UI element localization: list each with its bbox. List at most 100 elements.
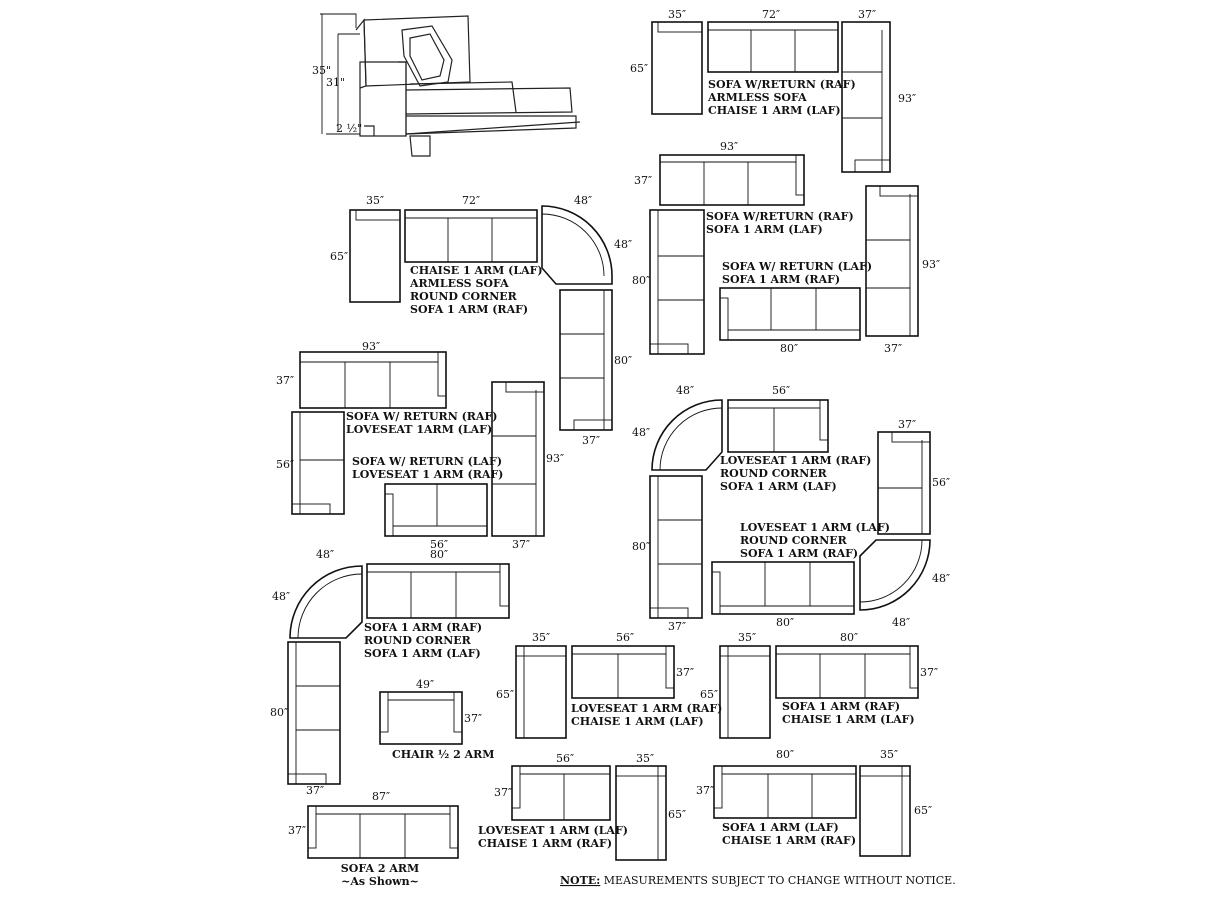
config-group-7: [649, 399, 829, 619]
dim-93: 93″: [922, 258, 940, 271]
config-group-5: [291, 351, 447, 515]
dim-48: 48″: [316, 548, 334, 561]
dim-48: 48″: [632, 426, 650, 439]
dim-37: 37″: [696, 784, 714, 797]
dim-48: 48″: [892, 616, 910, 629]
dim-37: 37″: [464, 712, 482, 725]
dim-93: 93″: [898, 92, 916, 105]
note-text: MEASUREMENTS SUBJECT TO CHANGE WITHOUT N…: [600, 874, 955, 887]
caption-g4-line-2: ARMLESS SOFA: [409, 277, 509, 290]
caption-g4-line-4: SOFA 1 ARM (RAF): [410, 303, 528, 316]
caption-g9-line-2: ROUND CORNER: [364, 634, 472, 647]
footer-note: NOTE: MEASUREMENTS SUBJECT TO CHANGE WIT…: [560, 874, 956, 887]
caption-g9-line-3: SOFA 1 ARM (LAF): [364, 647, 481, 660]
caption-g9-line-1: SOFA 1 ARM (RAF): [364, 621, 482, 634]
dim-56: 56″: [932, 476, 950, 489]
dim-37: 37″: [494, 786, 512, 799]
dim-80: 80″: [780, 342, 798, 355]
dim-80: 80″: [632, 540, 650, 553]
sketch-leg-2half: 2 ½": [336, 122, 362, 135]
dim-80: 80″: [270, 706, 288, 719]
dim-80: 80″: [776, 616, 794, 629]
caption-g4-line-3: ROUND CORNER: [410, 290, 518, 303]
sketch-height-31: 31": [326, 76, 345, 89]
caption-g7-line-2: ROUND CORNER: [720, 467, 828, 480]
dim-72: 72″: [462, 194, 480, 207]
caption-g10-line-1: CHAIR ½ 2 ARM: [392, 748, 494, 761]
dim-48: 48″: [272, 590, 290, 603]
config-group-13: [511, 765, 667, 861]
dim-72: 72″: [762, 8, 780, 21]
dim-37: 37″: [276, 374, 294, 387]
note-prefix: NOTE:: [560, 874, 600, 887]
dim-56: 56″: [276, 458, 294, 471]
caption-g11-line-1: LOVESEAT 1 ARM (RAF): [571, 702, 722, 715]
dim-35: 35″: [880, 748, 898, 761]
dim-65: 65″: [700, 688, 718, 701]
caption-g5-line-1: SOFA W/ RETURN (RAF): [346, 410, 497, 423]
caption-g5-line-2: LOVESEAT 1ARM (LAF): [346, 423, 492, 436]
dim-80: 80″: [776, 748, 794, 761]
caption-g13-line-2: CHAISE 1 ARM (RAF): [478, 837, 612, 850]
dim-35: 35″: [668, 8, 686, 21]
dim-37: 37″: [288, 824, 306, 837]
caption-g8-line-3: SOFA 1 ARM (RAF): [740, 547, 858, 560]
config-group-9: [287, 563, 510, 785]
config-group-14: [713, 765, 911, 857]
config-group-10: [379, 691, 463, 745]
dim-37: 37″: [676, 666, 694, 679]
caption-g8-line-2: ROUND CORNER: [740, 534, 848, 547]
caption-g1-line-3: CHAISE 1 ARM (LAF): [708, 104, 841, 117]
dim-35: 35″: [532, 631, 550, 644]
dim-37: 37″: [512, 538, 530, 551]
caption-g2-line-2: SOFA 1 ARM (LAF): [706, 223, 823, 236]
caption-g15-line-1: SOFA 2 ARM: [341, 862, 419, 875]
sketch-height-35: 35": [312, 64, 331, 77]
caption-g13-line-1: LOVESEAT 1 ARM (LAF): [478, 824, 628, 837]
dim-56: 56″: [556, 752, 574, 765]
dim-35: 35″: [636, 752, 654, 765]
caption-g15-line-2: ~As Shown~: [341, 875, 419, 888]
dim-35: 35″: [738, 631, 756, 644]
caption-g7-line-1: LOVESEAT 1 ARM (RAF): [720, 454, 871, 467]
dim-37: 37″: [858, 8, 876, 21]
caption-g11-line-2: CHAISE 1 ARM (LAF): [571, 715, 704, 728]
dim-80: 80″: [430, 548, 448, 561]
caption-g8-line-1: LOVESEAT 1 ARM (LAF): [740, 521, 890, 534]
caption-g2-line-1: SOFA W/RETURN (RAF): [706, 210, 854, 223]
dim-80: 80″: [632, 274, 650, 287]
caption-g6-line-2: LOVESEAT 1 ARM (RAF): [352, 468, 503, 481]
caption-g14-line-1: SOFA 1 ARM (LAF): [722, 821, 839, 834]
sofa-perspective-sketch: [320, 13, 581, 157]
caption-g4-line-1: CHAISE 1 ARM (LAF): [410, 264, 543, 277]
config-group-8: [711, 431, 931, 615]
dim-87: 87″: [372, 790, 390, 803]
caption-g3-line-1: SOFA W/ RETURN (LAF): [722, 260, 872, 273]
config-group-2: [649, 154, 805, 355]
caption-g1-line-2: ARMLESS SOFA: [707, 91, 807, 104]
caption-g1-line-1: SOFA W/RETURN (RAF): [708, 78, 856, 91]
dim-37: 37″: [582, 434, 600, 447]
dim-80: 80″: [614, 354, 632, 367]
dim-93: 93″: [546, 452, 564, 465]
dim-48: 48″: [676, 384, 694, 397]
dim-65: 65″: [496, 688, 514, 701]
config-group-15: [307, 805, 459, 859]
dim-37: 37″: [920, 666, 938, 679]
config-group-11: [515, 645, 675, 739]
config-group-12: [719, 645, 919, 739]
config-group-6: [384, 381, 545, 537]
dim-93: 93″: [720, 140, 738, 153]
dim-65: 65″: [630, 62, 648, 75]
dim-48: 48″: [932, 572, 950, 585]
dim-65: 65″: [668, 808, 686, 821]
dim-49: 49″: [416, 678, 434, 691]
dim-37: 37″: [306, 784, 324, 797]
dim-37: 37″: [898, 418, 916, 431]
config-group-1: [651, 21, 891, 173]
dim-48: 48″: [614, 238, 632, 251]
dim-48: 48″: [574, 194, 592, 207]
dim-65: 65″: [914, 804, 932, 817]
caption-g14-line-2: CHAISE 1 ARM (RAF): [722, 834, 856, 847]
